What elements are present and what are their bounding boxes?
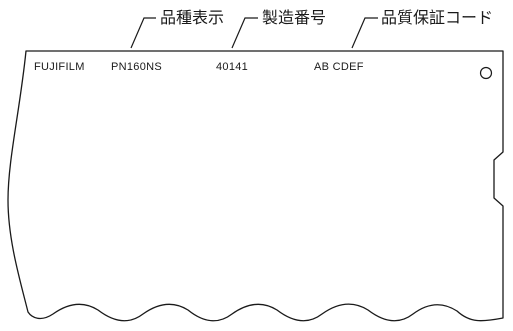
film-maker-text: FUJIFILM (34, 61, 85, 73)
leader-line-manufacturing-number (231, 17, 258, 49)
film-qa-code-text: AB CDEF (314, 61, 364, 73)
quality-assurance-code-label: 品質保証コード (381, 8, 494, 27)
manufacturing-number-label: 製造番号 (262, 8, 327, 27)
punch-hole (479, 66, 493, 80)
film-product-code-text: PN160NS (111, 61, 163, 73)
product-type-label: 品種表示 (160, 8, 225, 27)
leader-line-qa-code (351, 17, 378, 49)
film-serial-text: 40141 (216, 61, 249, 73)
film-sheet-outline (7, 50, 504, 322)
leader-line-product-type (130, 17, 156, 49)
